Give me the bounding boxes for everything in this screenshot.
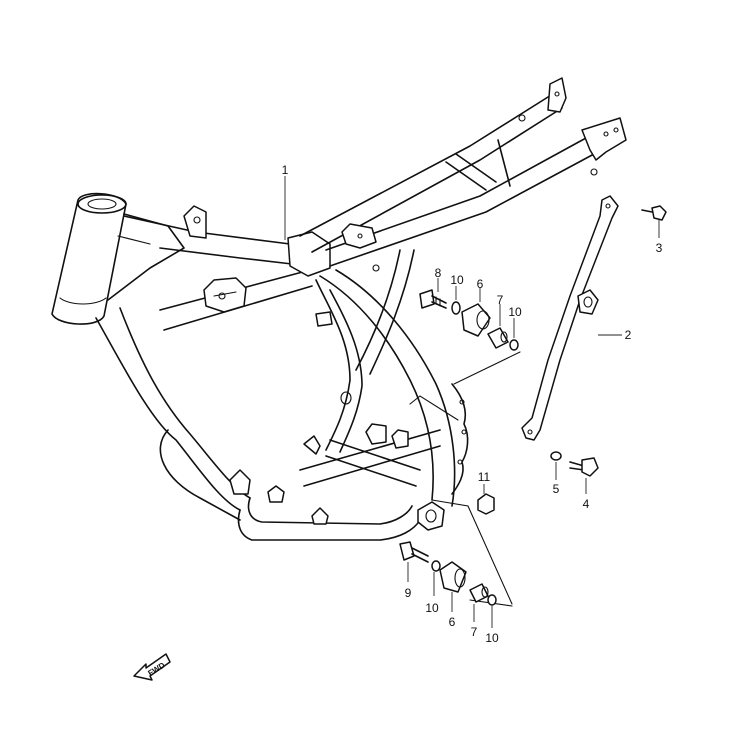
leader-lines — [284, 176, 660, 628]
nut-11 — [477, 493, 495, 515]
callout-10-upper-b: 10 — [508, 305, 522, 319]
callout-7-lower: 7 — [471, 625, 478, 639]
bolt-3 — [641, 205, 667, 221]
reference-lines — [409, 351, 521, 607]
callout-7-upper: 7 — [497, 293, 504, 307]
bolt-4 — [569, 457, 599, 477]
callout-1: 1 — [282, 163, 289, 177]
callout-4: 4 — [583, 497, 590, 511]
washer-10-lower — [431, 560, 441, 572]
frame-brace-2 — [521, 195, 619, 441]
callout-6-upper: 6 — [477, 277, 484, 291]
collar-7-lower — [469, 583, 489, 603]
callout-6-lower: 6 — [449, 615, 456, 629]
washer-10-upper-b — [509, 339, 519, 351]
washer-5 — [550, 451, 562, 461]
callout-5: 5 — [553, 482, 560, 496]
forward-arrow-icon: FWD — [133, 653, 171, 681]
bolt-9 — [399, 541, 429, 563]
collar-7-upper — [487, 327, 509, 349]
lower-mount-hardware — [399, 541, 497, 606]
callout-10-lower-a: 10 — [425, 601, 439, 615]
bolt-8 — [419, 289, 447, 309]
bushing-6-upper — [461, 303, 491, 337]
callout-11: 11 — [478, 470, 491, 484]
washer-10-lower-b — [487, 594, 497, 606]
bushing-6-lower — [439, 561, 467, 593]
callout-10-lower-b: 10 — [485, 631, 499, 645]
main-frame — [51, 77, 627, 541]
callout-3: 3 — [656, 241, 663, 255]
callout-9: 9 — [405, 586, 412, 600]
callout-2: 2 — [625, 328, 632, 342]
washer-10-upper — [451, 301, 461, 315]
callout-10-upper-a: 10 — [450, 273, 464, 287]
callout-labels: 1 2 3 4 5 6 7 8 10 10 11 9 10 6 7 10 — [282, 163, 663, 645]
callout-8: 8 — [435, 266, 442, 280]
upper-mount-hardware — [419, 289, 519, 351]
